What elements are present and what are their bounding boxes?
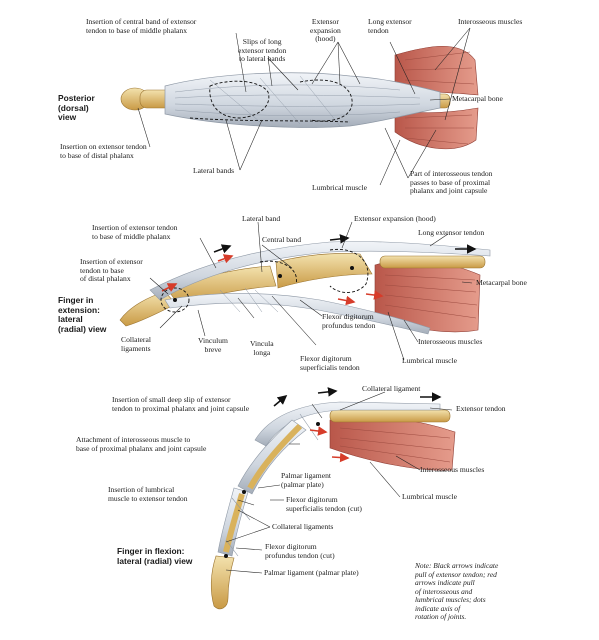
label-deep-slip-insertion: Insertion of small deep slip of extensor… bbox=[112, 395, 250, 413]
label-long-extensor-tendon-mid: Long extensor tendon bbox=[418, 228, 485, 237]
metacarpal-bone-mid bbox=[379, 255, 486, 269]
extension-view-drawing bbox=[119, 241, 491, 335]
label-collateral-ligaments-bot: Collateral ligaments bbox=[272, 522, 334, 531]
label-palmar-ligament-bot-2: Palmar ligament (palmar plate) bbox=[264, 568, 359, 577]
posterior-view-drawing bbox=[120, 45, 479, 150]
label-interosseous-mid: Interosseous muscles bbox=[418, 337, 483, 346]
distal-phalanx-bot bbox=[210, 555, 235, 610]
leader-lines bbox=[137, 27, 473, 574]
label-lumbrical-mid: Lumbrical muscle bbox=[402, 356, 458, 365]
lumbrical-muscle-top bbox=[394, 107, 479, 150]
label-lateral-band-mid: Lateral band bbox=[242, 214, 281, 223]
label-lumbrical-top: Lumbrical muscle bbox=[312, 183, 368, 192]
pull-arrows bbox=[161, 234, 477, 463]
flexion-view-title: Finger in flexion:lateral (radial) view bbox=[117, 546, 193, 566]
label-metacarpal-top: Metacarpal bone bbox=[452, 94, 503, 103]
label-central-band-mid: Central band bbox=[262, 235, 302, 244]
label-lumbrical-bot: Lumbrical muscle bbox=[402, 492, 458, 501]
label-extensor-expansion-mid: Extensor expansion (hood) bbox=[354, 214, 436, 223]
label-palmar-ligament-bot: Palmar ligament(palmar plate) bbox=[281, 471, 331, 489]
label-lateral-bands-top: Lateral bands bbox=[193, 166, 235, 175]
distal-phalanx-mid bbox=[119, 291, 177, 327]
metacarpal-bone-bot bbox=[329, 409, 451, 423]
extensor-tendon-bot bbox=[254, 401, 441, 447]
flexion-view-drawing bbox=[210, 401, 456, 610]
label-collateral-ligament-bot: Collateral ligament bbox=[362, 384, 421, 393]
flexor-tendons-mid bbox=[164, 292, 431, 335]
posterior-view-title: Posterior(dorsal)view bbox=[58, 93, 95, 123]
label-extensor-tendon-bot: Extensor tendon bbox=[456, 404, 506, 413]
proximal-phalanx-mid bbox=[275, 253, 373, 289]
label-metacarpal-mid: Metacarpal bone bbox=[476, 278, 527, 287]
extensor-tendon-mid bbox=[149, 241, 491, 301]
label-interosseous-bot: Interosseous muscles bbox=[420, 465, 485, 474]
label-interosseous-top: Interosseous muscles bbox=[458, 17, 523, 26]
